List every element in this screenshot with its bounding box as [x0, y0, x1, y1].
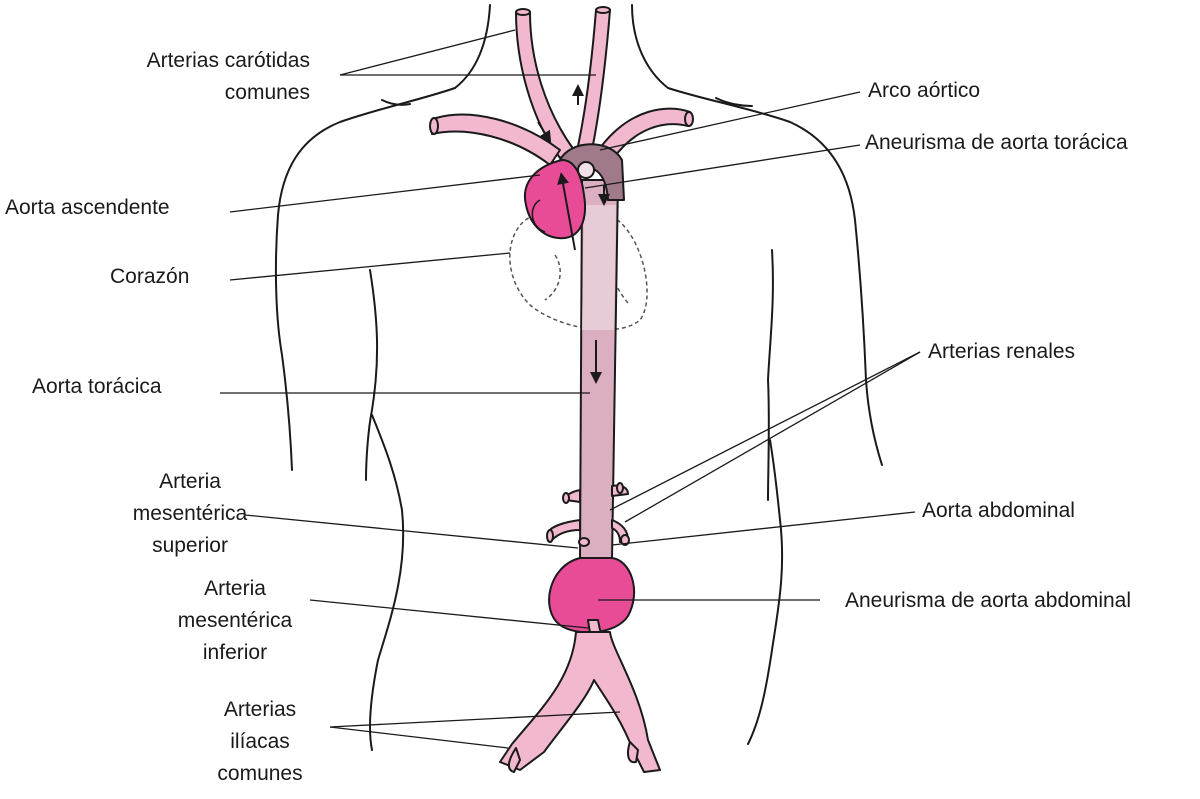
- leader-iliacas-2: [329, 726, 509, 749]
- label-aorta-ascendente: Aorta ascendente: [5, 192, 170, 224]
- leader-arco: [599, 91, 861, 151]
- label-arco-aortico: Arco aórtico: [868, 75, 980, 107]
- leader-mesenterica-inferior: [309, 599, 589, 629]
- label-text: Aneurisma de aorta torácica: [865, 131, 1128, 154]
- carotid-arteries: [429, 6, 694, 166]
- label-text: Arco aórtico: [868, 79, 981, 102]
- label-arteria-mesenterica-inferior: Arteria mesentérica inferior: [160, 573, 310, 669]
- label-aneurisma-aorta-abdominal: Aneurisma de aorta abdominal: [845, 585, 1131, 617]
- leader-renales-1: [609, 351, 921, 511]
- leader-corazon: [229, 252, 511, 281]
- label-arteria-mesenterica-superior: Arteria mesentérica superior: [125, 466, 255, 562]
- label-line: mesentérica: [132, 502, 248, 525]
- label-text: Aorta ascendente: [5, 196, 170, 219]
- leader-ascendente: [229, 174, 541, 213]
- label-line: superior: [152, 534, 228, 557]
- label-line: mesentérica: [177, 609, 293, 632]
- label-line: Arteria: [159, 470, 221, 493]
- label-line: inferior: [202, 641, 268, 664]
- leader-aneurisma-toracica: [584, 144, 861, 189]
- label-corazon: Corazón: [110, 261, 189, 293]
- label-text: Corazón: [110, 265, 190, 288]
- label-line: comunes: [217, 762, 303, 785]
- body-outline: [274, 4, 883, 751]
- leader-iliacas-1: [329, 711, 621, 728]
- label-arterias-iliacas-comunes: Arterias ilíacas comunes: [195, 694, 325, 790]
- label-arterias-carotidas: Arterias carótidas comunes: [90, 45, 310, 109]
- label-aorta-abdominal: Aorta abdominal: [922, 495, 1075, 527]
- label-line: Arterias: [223, 698, 297, 721]
- leader-mesenterica-superior: [244, 514, 579, 549]
- label-text: Aneurisma de aorta abdominal: [845, 589, 1132, 612]
- label-aorta-toracica: Aorta torácica: [32, 371, 162, 403]
- label-line: ilíacas: [230, 730, 290, 753]
- label-text: Aorta torácica: [32, 375, 162, 398]
- leader-lines: [220, 29, 921, 749]
- label-text: Aorta abdominal: [922, 499, 1075, 522]
- leader-abdominal: [611, 511, 916, 546]
- flow-arrows: [537, 84, 610, 384]
- leader-carotid-1: [339, 29, 516, 76]
- label-line: comunes: [224, 81, 310, 104]
- aorta: [499, 143, 661, 773]
- leader-renales-2: [624, 351, 921, 523]
- label-line: Arterias carótidas: [146, 49, 310, 72]
- label-text: Arterias renales: [928, 340, 1076, 363]
- label-arterias-renales: Arterias renales: [928, 336, 1075, 368]
- label-line: Arteria: [204, 577, 266, 600]
- label-aneurisma-aorta-toracica: Aneurisma de aorta torácica: [865, 127, 1128, 159]
